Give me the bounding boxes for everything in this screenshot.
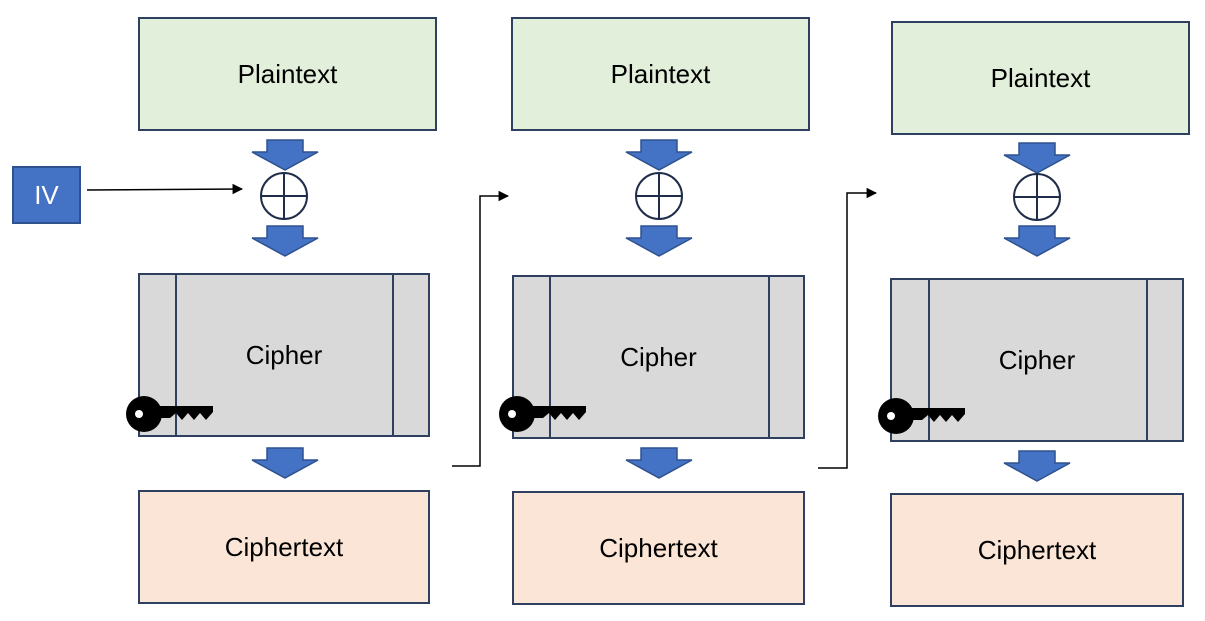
iv-connector-arrow <box>86 183 244 195</box>
cipher-divider-right-1 <box>392 275 394 435</box>
arrow-down-icon <box>1003 450 1071 482</box>
cipher-label-3: Cipher <box>998 344 1076 375</box>
cipher-label-2: Cipher <box>620 341 697 372</box>
ciphertext-box-3: Ciphertext <box>890 493 1184 607</box>
ciphertext-box-1: Ciphertext <box>138 490 430 604</box>
arrow-down-icon <box>251 139 319 171</box>
iv-label: IV <box>34 179 59 210</box>
key-icon <box>499 396 586 432</box>
cipher-divider-left-1 <box>175 275 177 435</box>
arrow-down-icon <box>625 225 693 257</box>
plaintext-label-3: Plaintext <box>990 62 1091 93</box>
cipher-divider-right-3 <box>1146 280 1148 440</box>
xor-icon <box>635 172 683 220</box>
iv-box: IV <box>12 166 81 224</box>
xor-icon <box>1013 173 1061 221</box>
plaintext-box-3: Plaintext <box>891 21 1190 135</box>
arrow-down-icon <box>1003 142 1071 174</box>
ciphertext-label-2: Ciphertext <box>599 532 718 563</box>
key-icon <box>126 396 213 432</box>
plaintext-label-2: Plaintext <box>610 58 711 89</box>
arrow-down-icon <box>1003 225 1071 257</box>
arrow-down-icon <box>625 139 693 171</box>
arrow-down-icon <box>251 447 319 479</box>
cipher-divider-left-3 <box>928 280 930 440</box>
cipher-divider-left-2 <box>549 277 551 437</box>
xor-icon <box>260 172 308 220</box>
plaintext-box-2: Plaintext <box>511 17 810 131</box>
arrow-down-icon <box>625 447 693 479</box>
ciphertext-label-1: Ciphertext <box>224 531 344 562</box>
chain-connector-arrow-1 <box>452 190 510 467</box>
cipher-divider-right-2 <box>768 277 770 437</box>
ciphertext-label-3: Ciphertext <box>977 534 1097 565</box>
ciphertext-box-2: Ciphertext <box>512 491 805 605</box>
cipher-label-1: Cipher <box>245 339 323 370</box>
key-icon <box>878 398 965 434</box>
arrow-down-icon <box>251 225 319 257</box>
plaintext-label-1: Plaintext <box>237 58 338 89</box>
plaintext-box-1: Plaintext <box>138 17 437 131</box>
chain-connector-arrow-2 <box>818 187 878 469</box>
